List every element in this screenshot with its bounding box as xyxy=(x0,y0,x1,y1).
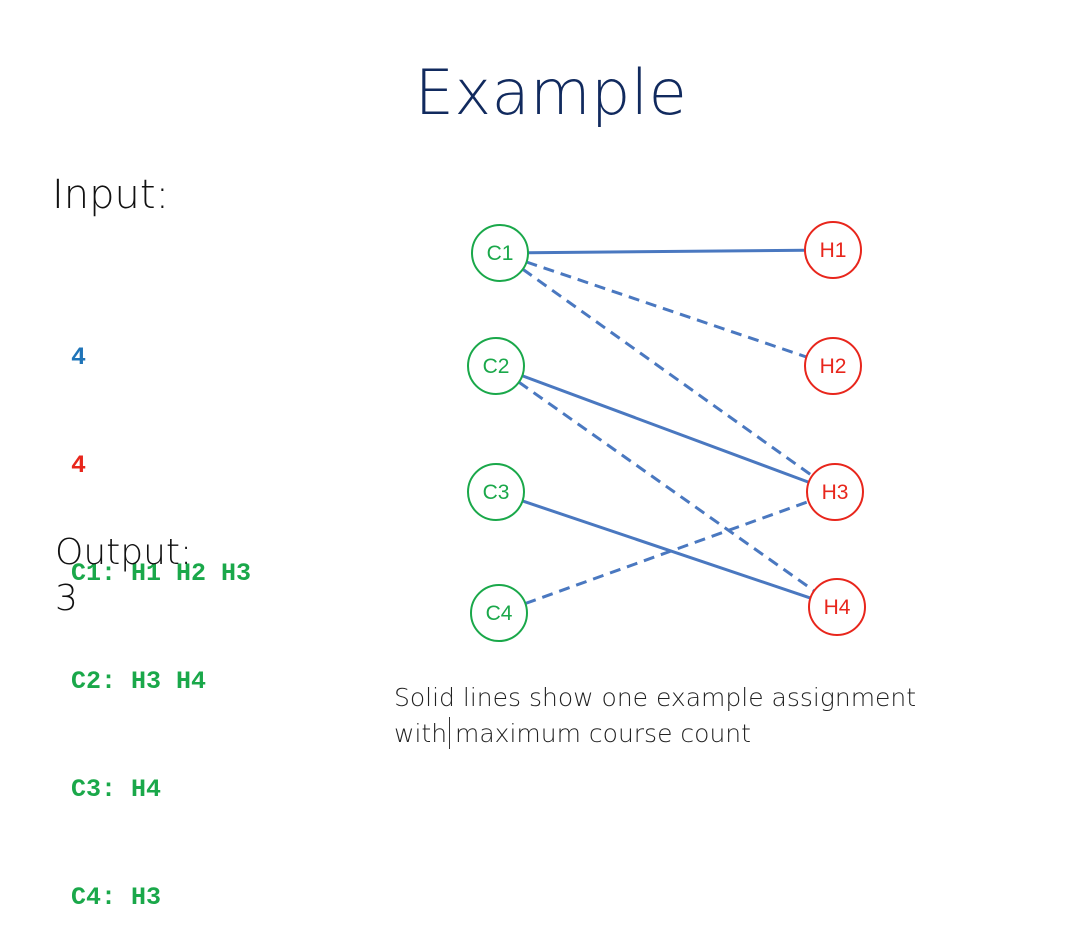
node-h3: H3 xyxy=(806,463,864,521)
input-label: Input: xyxy=(52,172,170,218)
node-circle-c2 xyxy=(467,337,525,395)
edge-c2-h3-solid xyxy=(521,374,810,484)
edge-c1-h2-dashed xyxy=(526,260,807,359)
node-circle-c4 xyxy=(470,584,528,642)
caption-line-2: with maximum course count xyxy=(394,719,751,748)
input-line-c1: C1: H1 H2 H3 xyxy=(71,559,252,588)
node-label-h2: H2 xyxy=(820,355,847,378)
graph-edges xyxy=(518,248,815,605)
node-circle-h2 xyxy=(804,337,862,395)
caption: Solid lines show one example assignment … xyxy=(394,680,916,752)
node-circle-h4 xyxy=(808,578,866,636)
node-circle-c3 xyxy=(467,463,525,521)
input-line-c4: C4: H3 xyxy=(71,883,162,912)
slide-title: Example xyxy=(414,56,688,129)
node-label-c3: C3 xyxy=(483,481,510,504)
output-value: 3 xyxy=(55,578,78,619)
input-line-hall-count: 4 xyxy=(71,451,87,480)
input-line-c2: C2: H3 H4 xyxy=(71,667,207,696)
edge-c2-h4-dashed xyxy=(518,380,815,593)
node-c3: C3 xyxy=(467,463,525,521)
node-label-c2: C2 xyxy=(483,355,510,378)
input-line-c3: C3: H4 xyxy=(71,775,162,804)
text-cursor xyxy=(449,717,450,749)
node-circle-h3 xyxy=(806,463,864,521)
node-label-h4: H4 xyxy=(824,596,851,619)
edge-c4-h3-dashed xyxy=(524,500,810,605)
caption-line-1: Solid lines show one example assignment xyxy=(394,683,917,712)
edge-c1-h3-dashed xyxy=(521,268,814,477)
node-c4: C4 xyxy=(470,584,528,642)
node-label-h3: H3 xyxy=(822,481,849,504)
node-circle-c1 xyxy=(471,224,529,282)
node-label-h1: H1 xyxy=(820,239,847,262)
node-circle-h1 xyxy=(804,221,862,279)
node-h1: H1 xyxy=(804,221,862,279)
node-label-c4: C4 xyxy=(486,602,513,625)
node-h4: H4 xyxy=(808,578,866,636)
edge-c3-h4-solid xyxy=(522,499,811,600)
input-line-course-count: 4 xyxy=(71,343,87,372)
node-label-c1: C1 xyxy=(487,242,514,265)
node-c2: C2 xyxy=(467,337,525,395)
edge-c1-h1-solid xyxy=(527,248,806,255)
node-c1: C1 xyxy=(471,224,529,282)
output-label: Output: xyxy=(55,532,193,573)
node-h2: H2 xyxy=(804,337,862,395)
